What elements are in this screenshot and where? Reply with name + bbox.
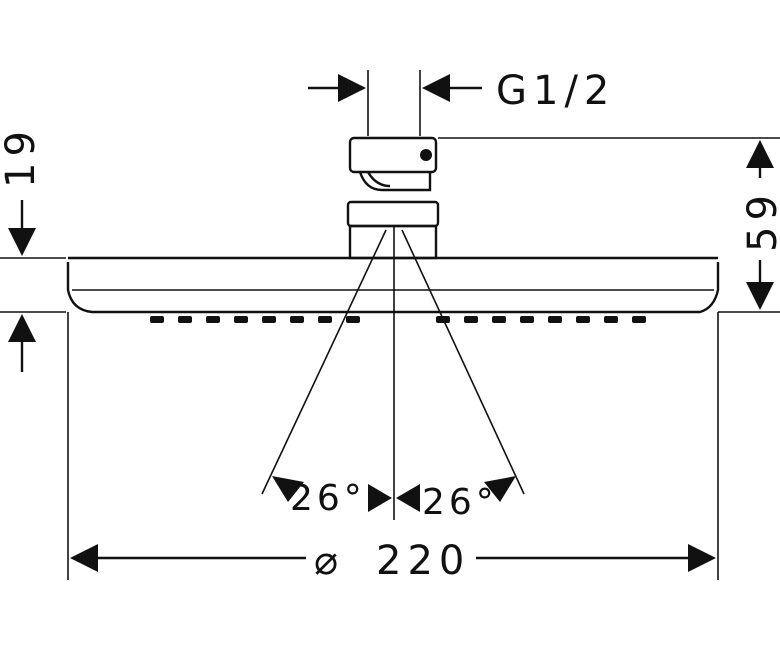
angle-left-label: 26° — [290, 478, 366, 519]
thread-dimension — [308, 70, 482, 136]
diameter-dimension — [67, 312, 719, 580]
diameter-symbol: ⌀ — [314, 538, 344, 584]
connector-fitting — [346, 136, 440, 260]
height-total-label: 59 — [740, 189, 780, 252]
nozzle-row — [150, 316, 646, 323]
height-top-label: 19 — [0, 125, 44, 188]
height-total-dimension — [438, 137, 780, 313]
angle-dimension — [272, 476, 516, 512]
shower-head-body — [66, 256, 720, 323]
angle-right-label: 26° — [422, 482, 498, 523]
spray-angle-lines — [261, 226, 525, 520]
diameter-label: 220 — [376, 538, 470, 584]
thread-size-label: G1/2 — [496, 68, 615, 114]
height-top-dimension — [0, 200, 66, 372]
